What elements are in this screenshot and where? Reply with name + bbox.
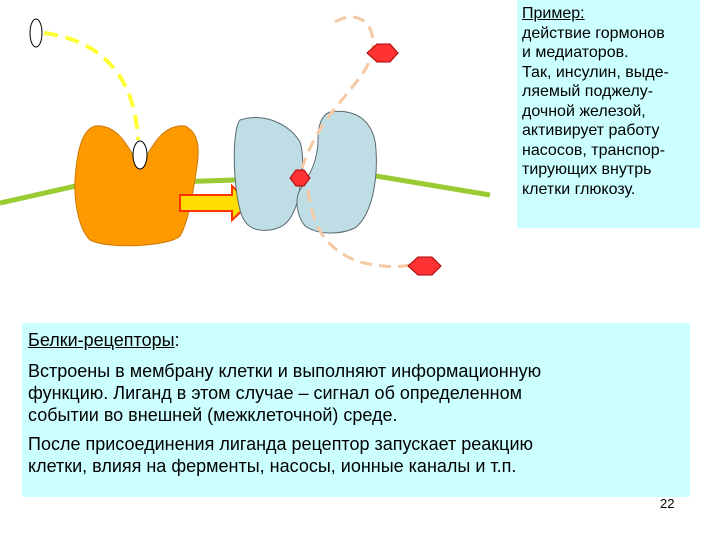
example-line: ляемый поджелу- — [522, 83, 654, 100]
heading-suffix: : — [174, 330, 180, 350]
example-line: насосов, транспор- — [522, 141, 666, 159]
example-line: и медиаторов. — [522, 44, 629, 61]
paragraph-line: клетки, влияя на ферменты, насосы, ионны… — [28, 456, 517, 476]
ligand-bound — [132, 140, 148, 170]
example-panel: Пример: действие гормонов и медиаторов. … — [517, 0, 700, 228]
paragraph-line: Встроены в мембрану клетки и выполняют и… — [28, 361, 542, 381]
hormone-free-bottom — [407, 256, 442, 276]
example-line: клетки глюкозу. — [522, 180, 636, 198]
hormone-bound — [289, 169, 311, 187]
example-line: тирующих внутрь — [522, 161, 652, 178]
hormone-free-top — [366, 43, 399, 63]
paragraph-line: После присоединения лиганда рецептор зап… — [28, 434, 534, 454]
example-line: Так, инсулин, выде- — [522, 63, 669, 81]
receptor-active-right — [296, 110, 377, 234]
example-line: дочной железой, — [522, 102, 646, 120]
ligand-free — [29, 18, 43, 48]
page-number: 22 — [660, 496, 675, 511]
paragraph-line: функцию. Лиганд в этом случае – сигнал о… — [28, 383, 522, 403]
paragraph-line: событии во внешней (межклеточной) среде. — [28, 405, 398, 425]
paragraph-response: После присоединения лиганда рецептор зап… — [28, 433, 690, 477]
paragraph-function: Встроены в мембрану клетки и выполняют и… — [28, 360, 690, 426]
example-line: действие гормонов — [522, 24, 665, 42]
hormone-path-in — [300, 15, 375, 169]
section-heading: Белки-рецепторы — [28, 330, 175, 350]
receptor-description-panel: Белки-рецепторы: Встроены в мембрану кле… — [22, 323, 690, 497]
ligand-path — [43, 31, 140, 141]
section-heading-row: Белки-рецепторы: — [28, 329, 690, 351]
example-line: активирует работу — [522, 122, 660, 139]
hormone-path-out — [306, 189, 411, 269]
receptor-active-left — [233, 117, 304, 231]
example-title: Пример: — [522, 5, 585, 22]
